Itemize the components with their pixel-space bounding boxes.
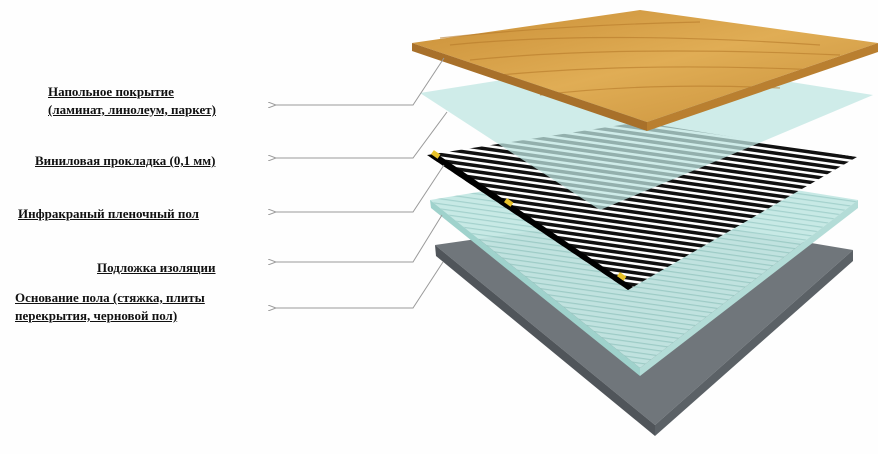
label-insulation: Подложка изоляции [97,260,216,275]
leader-line-floor [275,57,445,105]
leader-line-insulation [275,214,443,262]
label-vinyl: Виниловая прокладка (0,1 мм) [35,153,216,168]
leader-line-film [275,164,445,212]
label-floor-covering: Напольное покрытие (ламинат, линолеум, п… [48,83,216,119]
label-base-line1: Основание пола (стяжка, плиты [15,290,205,305]
vinyl-layer [420,58,873,210]
label-base-line2: перекрытия, черновой пол) [15,308,178,323]
label-floor-covering-line2: (ламинат, линолеум, паркет) [48,102,216,117]
label-infrared-film: Инфракраный пленочный пол [18,206,199,221]
label-base: Основание пола (стяжка, плиты перекрытия… [15,289,205,325]
wood-floor-layer [412,10,878,131]
label-floor-covering-line1: Напольное покрытие [48,84,174,99]
leader-line-base [275,261,444,308]
leader-line-vinyl [275,111,448,158]
